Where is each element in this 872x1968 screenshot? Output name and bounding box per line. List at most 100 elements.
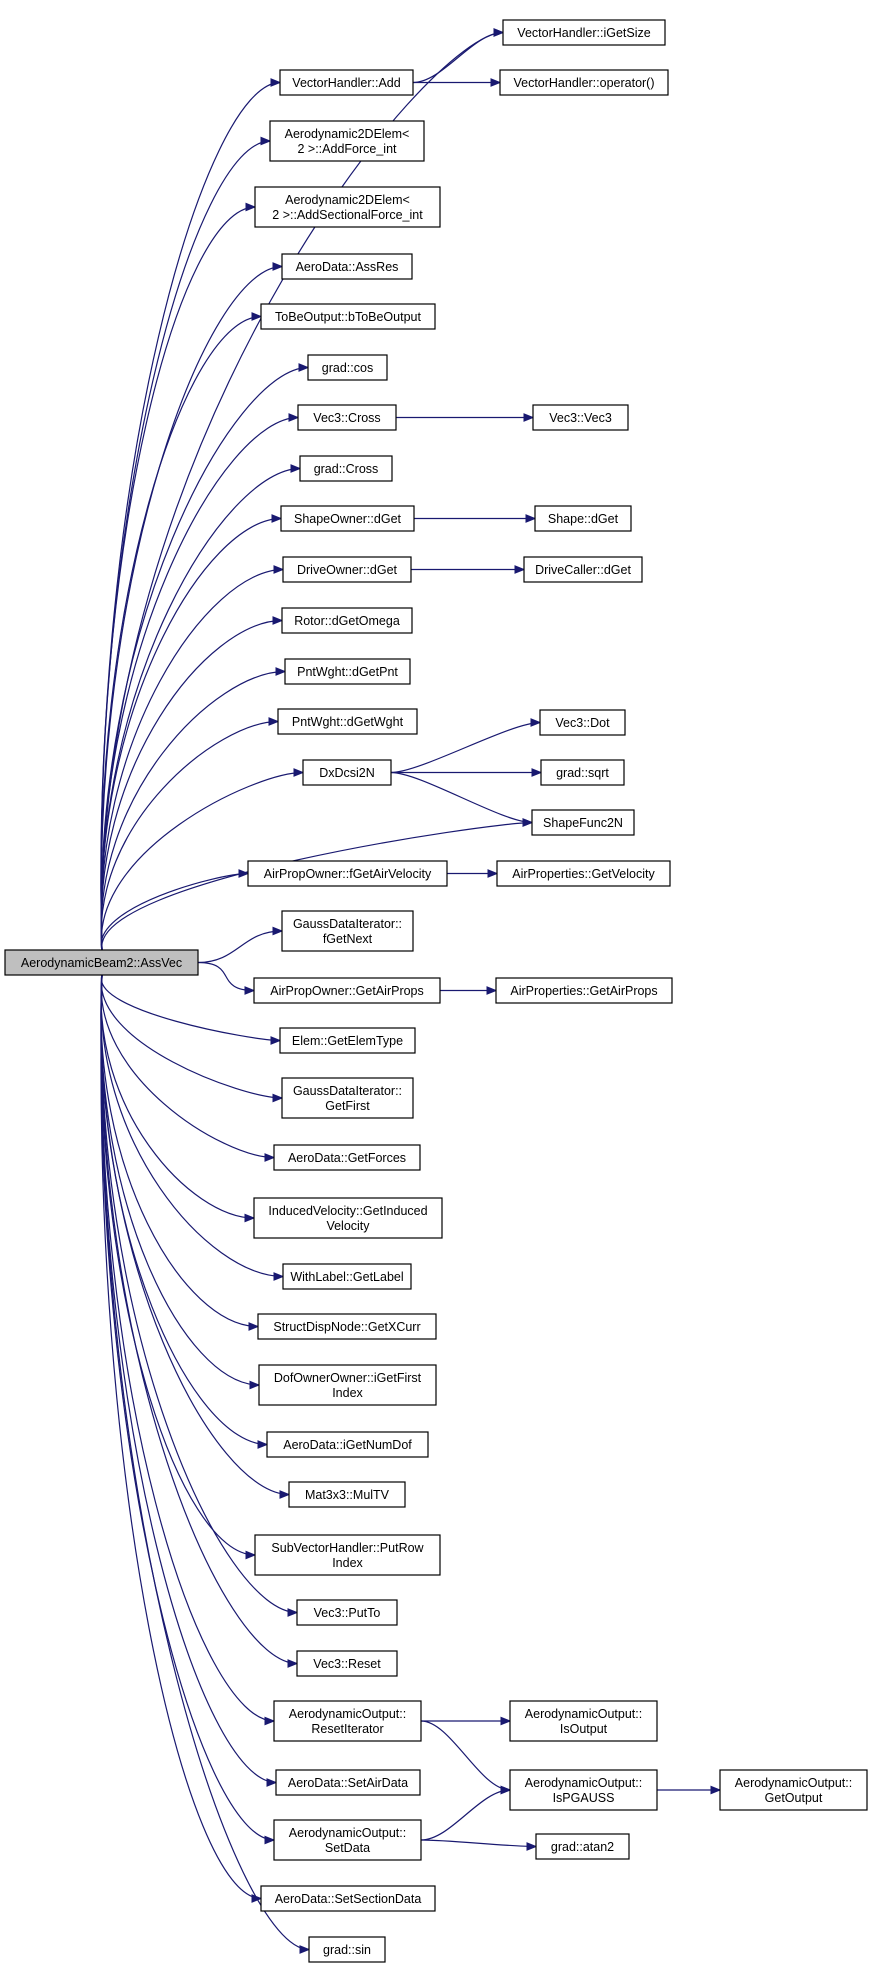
node-label: AeroData::AssRes [296,260,399,274]
node-label: DriveOwner::dGet [297,563,398,577]
graph-node-getoutput[interactable]: AerodynamicOutput::GetOutput [719,1769,868,1811]
graph-node-vcross[interactable]: Vec3::Cross [297,404,397,431]
node-box [532,404,629,431]
graph-node-fgetairvel[interactable]: AirPropOwner::fGetAirVelocity [247,860,448,887]
graph-node-btobe[interactable]: ToBeOutput::bToBeOutput [260,303,436,330]
edge-arrowhead [270,1036,282,1045]
node-box [297,404,397,431]
graph-node-dot[interactable]: Vec3::Dot [539,709,626,736]
graph-node-apgetairprops[interactable]: AirProperties::GetAirProps [495,977,673,1004]
node-label: GetFirst [325,1099,370,1113]
graph-node-omega[interactable]: Rotor::dGetOmega [281,607,413,634]
graph-node-resetiter[interactable]: AerodynamicOutput::ResetIterator [273,1700,422,1742]
edge-line [100,720,279,951]
graph-node-getfirst[interactable]: GaussDataIterator::GetFirst [281,1077,414,1119]
graph-node-add[interactable]: VectorHandler::Add [279,69,414,96]
node-label: Aerodynamic2DElem< [285,127,410,141]
node-box [282,1263,412,1290]
edge-arrowhead [530,718,542,727]
edge-root-to-dxdcsi [100,768,305,951]
graph-node-xcurr[interactable]: StructDispNode::GetXCurr [257,1313,437,1340]
edge-line [100,974,255,1219]
node-label: Vec3::Vec3 [549,411,612,425]
graph-node-getlabel[interactable]: WithLabel::GetLabel [282,1263,412,1290]
graph-node-assres[interactable]: AeroData::AssRes [281,253,413,280]
node-label: SubVectorHandler::PutRow [271,1541,424,1555]
graph-node-sodget[interactable]: ShapeOwner::dGet [280,505,415,532]
edge-root-to-omega [100,616,284,951]
graph-node-isoutput[interactable]: AerodynamicOutput::IsOutput [509,1700,658,1742]
graph-node-vec3[interactable]: Vec3::Vec3 [532,404,629,431]
node-label: ShapeFunc2N [543,816,623,830]
graph-node-dxdcsi[interactable]: DxDcsi2N [302,759,392,786]
graph-node-setairdata[interactable]: AeroData::SetAirData [275,1769,421,1796]
graph-node-operator[interactable]: VectorHandler::operator() [499,69,669,96]
graph-node-elemtype[interactable]: Elem::GetElemType [279,1027,416,1054]
graph-node-getvel[interactable]: AirProperties::GetVelocity [496,860,671,887]
edge-arrowhead [487,869,499,878]
node-label: 2 >::AddForce_int [297,142,397,156]
edge-root-to-induced [100,974,256,1223]
node-label: SetData [325,1841,370,1855]
graph-node-pnt[interactable]: PntWght::dGetPnt [284,658,411,685]
node-box [499,69,669,96]
edge-arrowhead [287,1608,299,1617]
edge-root-to-setsection [100,974,263,1903]
graph-node-ispgauss[interactable]: AerodynamicOutput::IsPGAUSS [509,1769,658,1811]
graph-node-sdget[interactable]: Shape::dGet [534,505,632,532]
graph-node-apogetairprops[interactable]: AirPropOwner::GetAirProps [253,977,441,1004]
node-box [4,949,199,976]
node-label: Vec3::Reset [313,1657,381,1671]
graph-node-wght[interactable]: PntWght::dGetWght [277,708,418,735]
edge-line [100,974,298,1665]
graph-node-shapefunc[interactable]: ShapeFunc2N [531,809,635,836]
node-box [302,759,392,786]
graph-node-sin[interactable]: grad::sin [308,1936,386,1963]
edge-line [100,974,275,1722]
node-box [281,607,413,634]
graph-node-dodget[interactable]: DriveOwner::dGet [282,556,412,583]
edge-line [100,206,256,951]
graph-node-atan2[interactable]: grad::atan2 [535,1833,630,1860]
edge-root-to-getlabel [100,974,285,1281]
node-label: grad::sqrt [556,766,609,780]
edge-root-to-pnt [100,667,287,951]
node-label: Vec3::Dot [555,716,610,730]
graph-node-multv[interactable]: Mat3x3::MulTV [288,1481,406,1508]
node-label: Shape::dGet [548,512,619,526]
node-label: AirProperties::GetAirProps [510,984,657,998]
edge-add-to-igetsize [412,28,505,84]
edge-line [100,974,284,1278]
edge-root-to-elemtype [101,974,282,1045]
node-box [260,1885,436,1912]
graph-node-dcdget[interactable]: DriveCaller::dGet [523,556,643,583]
edge-arrowhead [266,1778,278,1787]
graph-node-getforces[interactable]: AeroData::GetForces [273,1144,421,1171]
edge-line [420,1789,511,1841]
node-label: Elem::GetElemType [292,1034,403,1048]
graph-node-numdof[interactable]: AeroData::iGetNumDof [266,1431,429,1458]
graph-node-sqrt[interactable]: grad::sqrt [540,759,625,786]
graph-node-gcross[interactable]: grad::Cross [299,455,393,482]
node-box [277,708,418,735]
node-label: DofOwnerOwner::iGetFirst [274,1371,422,1385]
graph-node-setdata[interactable]: AerodynamicOutput::SetData [273,1819,422,1861]
graph-node-fgetnext[interactable]: GaussDataIterator::fGetNext [281,910,414,952]
graph-node-cos[interactable]: grad::cos [307,354,388,381]
edge-root-to-wght [100,717,280,951]
graph-node-setsection[interactable]: AeroData::SetSectionData [260,1885,436,1912]
edge-line [197,930,283,964]
graph-node-igetsize[interactable]: VectorHandler::iGetSize [502,19,666,46]
graph-node-reset[interactable]: Vec3::Reset [296,1650,398,1677]
graph-node-putto[interactable]: Vec3::PutTo [296,1599,398,1626]
node-label: IsPGAUSS [553,1791,615,1805]
root-node[interactable]: AerodynamicBeam2::AssVec [4,949,199,976]
graph-node-addforce[interactable]: Aerodynamic2DElem<2 >::AddForce_int [269,120,425,162]
graph-node-addsect[interactable]: Aerodynamic2DElem<2 >::AddSectionalForce… [254,186,441,228]
node-label: 2 >::AddSectionalForce_int [272,208,423,222]
node-label: DriveCaller::dGet [535,563,631,577]
edge-arrowhead [264,1835,276,1845]
